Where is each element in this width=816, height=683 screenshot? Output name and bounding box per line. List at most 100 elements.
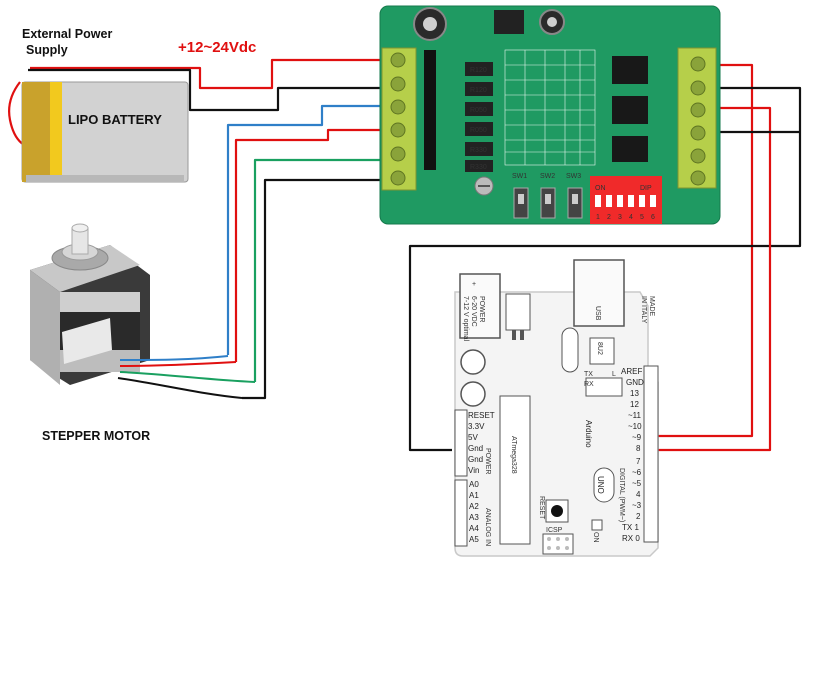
svg-text:R120: R120 bbox=[470, 67, 487, 74]
power-supply-label-1: External Power bbox=[22, 27, 112, 41]
svg-text:L: L bbox=[612, 371, 616, 378]
svg-text:Gnd: Gnd bbox=[468, 444, 483, 453]
optocoupler-2 bbox=[612, 96, 648, 124]
battery-label: LIPO BATTERY bbox=[68, 112, 162, 127]
arduino-brand: Arduino bbox=[584, 420, 593, 448]
svg-text:A0: A0 bbox=[469, 480, 479, 489]
svg-text:TX 1: TX 1 bbox=[622, 523, 639, 532]
wire-motor-red bbox=[234, 128, 400, 362]
svg-text:~9: ~9 bbox=[632, 433, 642, 442]
svg-text:6: 6 bbox=[651, 214, 655, 221]
svg-text:4: 4 bbox=[629, 214, 633, 221]
svg-text:POWER: POWER bbox=[484, 448, 491, 474]
svg-text:+: + bbox=[472, 281, 476, 288]
svg-text:RESET: RESET bbox=[468, 411, 495, 420]
analog-pin-labels: A0 A1 A2 A3 A4 A5 bbox=[469, 480, 479, 544]
svg-text:A5: A5 bbox=[469, 535, 479, 544]
optocoupler-1 bbox=[612, 56, 648, 84]
arduino-model: UNO bbox=[596, 476, 605, 494]
svg-text:ICSP: ICSP bbox=[546, 527, 563, 534]
analog-header bbox=[454, 479, 468, 547]
arduino-uno-board: + POWER 6-20 VDC 7-12 V optimal USB MADE… bbox=[454, 259, 659, 557]
svg-text:5: 5 bbox=[640, 214, 644, 221]
svg-text:ANALOG IN: ANALOG IN bbox=[484, 508, 491, 546]
power-jack: + POWER 6-20 VDC 7-12 V optimal bbox=[459, 273, 501, 342]
svg-text:8: 8 bbox=[636, 444, 641, 453]
svg-text:IN ITALY: IN ITALY bbox=[640, 296, 647, 324]
wire-motor-green bbox=[253, 155, 402, 382]
svg-text:ON: ON bbox=[592, 532, 599, 543]
svg-text:~3: ~3 bbox=[632, 501, 642, 510]
svg-text:Gnd: Gnd bbox=[468, 455, 483, 464]
svg-text:13: 13 bbox=[630, 389, 639, 398]
svg-text:SW2: SW2 bbox=[540, 173, 555, 180]
svg-text:A2: A2 bbox=[469, 502, 479, 511]
svg-text:POWER: POWER bbox=[478, 296, 485, 322]
svg-text:3.3V: 3.3V bbox=[468, 422, 485, 431]
wire-power-ground bbox=[28, 68, 400, 112]
svg-text:SW1: SW1 bbox=[512, 173, 527, 180]
icsp-header: ICSP bbox=[542, 527, 574, 555]
svg-text:R120: R120 bbox=[470, 87, 487, 94]
power-header bbox=[454, 409, 468, 477]
svg-text:7: 7 bbox=[636, 457, 641, 466]
wire-signal-clk bbox=[652, 63, 754, 438]
svg-text:A3: A3 bbox=[469, 513, 479, 522]
resistors: R120 R120 R050 R050 R330 R330 bbox=[465, 62, 493, 172]
svg-text:Vin: Vin bbox=[468, 466, 479, 475]
svg-text:SW3: SW3 bbox=[566, 173, 581, 180]
digital-header bbox=[643, 365, 659, 543]
svg-text:R330: R330 bbox=[470, 147, 487, 154]
svg-text:RX: RX bbox=[584, 381, 594, 388]
svg-text:3: 3 bbox=[618, 214, 622, 221]
svg-text:~10: ~10 bbox=[628, 422, 642, 431]
svg-text:4: 4 bbox=[636, 490, 641, 499]
svg-text:GND: GND bbox=[626, 378, 644, 387]
driver-left-terminal bbox=[381, 47, 417, 191]
svg-text:7-12 V optimal: 7-12 V optimal bbox=[462, 296, 469, 342]
svg-text:R330: R330 bbox=[470, 164, 487, 171]
wire-motor-black bbox=[242, 178, 400, 400]
svg-text:5V: 5V bbox=[468, 433, 478, 442]
usb-port: USB bbox=[573, 259, 625, 327]
svg-text:8U2: 8U2 bbox=[596, 342, 603, 355]
svg-text:R050: R050 bbox=[470, 127, 487, 134]
svg-text:6-20 VDC: 6-20 VDC bbox=[470, 296, 477, 327]
svg-text:AREF: AREF bbox=[621, 367, 642, 376]
svg-text:~11: ~11 bbox=[628, 411, 642, 420]
wire-signal-cw bbox=[652, 106, 772, 452]
svg-text:R050: R050 bbox=[470, 107, 487, 114]
stepper-driver-board: R120 R120 R050 R050 R330 R330 bbox=[379, 5, 721, 225]
optocoupler-3 bbox=[612, 136, 648, 162]
power-supply-label-2: Supply bbox=[26, 43, 68, 57]
atmega328-chip bbox=[499, 395, 531, 545]
svg-text:A4: A4 bbox=[469, 524, 479, 533]
driver-switches: SW1 SW2 SW3 bbox=[512, 173, 583, 219]
digital-pin-labels: 13 12 ~11 ~10 ~9 8 7 ~6 ~5 4 ~3 2 TX 1 R… bbox=[622, 389, 642, 543]
svg-text:2: 2 bbox=[636, 512, 641, 521]
svg-text:1: 1 bbox=[596, 214, 600, 221]
dip-on-label: ON bbox=[595, 185, 606, 192]
dip-switch[interactable]: ON DIP 1 2 3 4 5 6 bbox=[590, 176, 662, 224]
svg-text:~5: ~5 bbox=[632, 479, 642, 488]
svg-text:2: 2 bbox=[607, 214, 611, 221]
svg-text:A1: A1 bbox=[469, 491, 479, 500]
svg-text:ATmega328: ATmega328 bbox=[510, 436, 517, 474]
silkscreen-table bbox=[504, 49, 596, 166]
voltage-label: +12~24Vdc bbox=[178, 39, 256, 56]
reset-button[interactable]: RESET bbox=[538, 496, 569, 523]
svg-text:RESET: RESET bbox=[538, 496, 545, 520]
svg-text:RX 0: RX 0 bbox=[622, 534, 640, 543]
svg-text:TX: TX bbox=[584, 371, 593, 378]
lipo-battery: LIPO BATTERY bbox=[21, 81, 189, 183]
svg-text:~6: ~6 bbox=[632, 468, 642, 477]
svg-text:MADE: MADE bbox=[648, 296, 655, 317]
power-pin-labels: RESET 3.3V 5V Gnd Gnd Vin bbox=[468, 411, 495, 475]
svg-text:USB: USB bbox=[594, 306, 601, 321]
stepper-motor-label: STEPPER MOTOR bbox=[42, 429, 150, 443]
dip-title: DIP bbox=[640, 185, 652, 192]
svg-text:DIGITAL (PWM~): DIGITAL (PWM~) bbox=[618, 468, 625, 522]
wire-motor-blue bbox=[226, 104, 400, 355]
stepper-motor bbox=[30, 223, 256, 399]
